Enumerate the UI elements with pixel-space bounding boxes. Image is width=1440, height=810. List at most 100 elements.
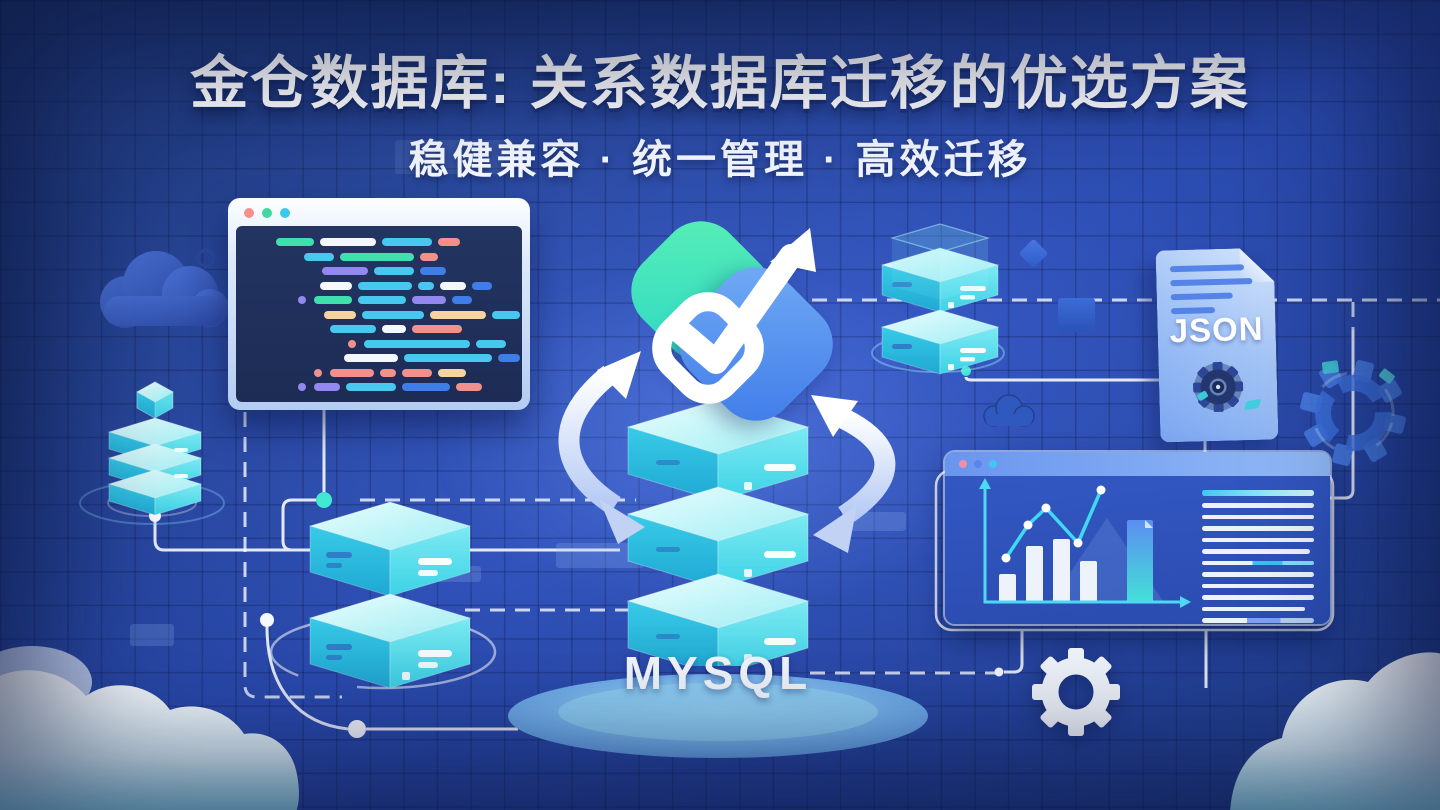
database-stack-icon — [308, 501, 472, 689]
curved-arrow-right-icon — [811, 395, 896, 553]
node-dots — [149, 366, 1004, 738]
code-line — [248, 368, 512, 377]
report-line — [1202, 583, 1314, 588]
code-bullet — [298, 383, 306, 391]
platform-ellipse — [508, 674, 928, 758]
cloud-bottom-right — [1230, 652, 1440, 810]
report-line — [1202, 549, 1310, 554]
code-line — [248, 339, 512, 348]
code-token — [476, 339, 506, 348]
code-token — [340, 252, 414, 261]
code-token — [358, 281, 412, 290]
code-token — [330, 325, 376, 333]
window-dot — [280, 208, 290, 218]
sync-check-logo-icon — [614, 204, 850, 438]
code-token — [374, 267, 414, 275]
code-token — [418, 281, 434, 290]
code-token — [304, 252, 334, 261]
code-token — [314, 296, 352, 304]
connector-line — [1330, 330, 1355, 500]
dashboard-window — [945, 452, 1330, 624]
connector-line — [265, 626, 349, 731]
code-line — [248, 325, 512, 333]
main-title: 金仓数据库: 关系数据库迁移的优选方案 — [190, 51, 1250, 116]
connector-line — [1004, 630, 1024, 674]
code-token — [382, 238, 432, 246]
pixel-decor — [395, 140, 513, 174]
line-chart-dot — [1023, 520, 1033, 530]
chart-bar — [999, 574, 1016, 602]
dashed-line — [243, 412, 342, 699]
mysql-label: MYSQL — [623, 647, 813, 699]
code-token — [430, 310, 486, 319]
cloud-icon — [983, 394, 1035, 427]
doc-text-line — [1170, 278, 1252, 286]
code-line — [248, 296, 512, 304]
report-line — [1202, 503, 1314, 508]
mini-cloud-puff — [196, 248, 216, 268]
code-token — [344, 354, 398, 362]
code-token — [314, 383, 340, 391]
code-token — [402, 368, 432, 377]
code-token — [492, 310, 520, 319]
block-decor — [1058, 298, 1095, 332]
code-area — [236, 226, 522, 402]
code-token — [412, 325, 462, 333]
subtitle: 稳健兼容 · 统一管理 · 高效迁移 — [408, 138, 1032, 182]
chart-panel — [979, 478, 1191, 608]
database-tower-icon — [107, 381, 203, 516]
code-bullet — [348, 339, 356, 348]
hologram-box-icon — [889, 223, 991, 300]
code-line — [248, 238, 512, 246]
report-line — [1202, 526, 1314, 531]
report-line — [1202, 595, 1314, 600]
report-line — [1202, 606, 1306, 611]
pixel-decor — [130, 624, 174, 646]
doc-text-line — [1170, 264, 1244, 272]
code-token — [404, 354, 492, 362]
code-token — [276, 238, 314, 246]
chip-decor — [1244, 399, 1261, 410]
code-bullet — [298, 296, 306, 304]
code-line — [248, 252, 512, 261]
code-token — [452, 296, 472, 304]
bar-chart-icon — [999, 539, 1097, 602]
line-chart-dot — [1001, 553, 1011, 563]
code-token — [498, 354, 520, 362]
chart-bar — [1026, 546, 1043, 602]
code-token — [322, 267, 368, 275]
code-token — [358, 296, 406, 304]
report-line — [1202, 618, 1314, 623]
node-dot — [994, 667, 1004, 677]
axis-arrow-up — [979, 478, 991, 489]
code-token — [364, 339, 470, 348]
code-editor-window — [228, 198, 530, 410]
code-token — [382, 325, 406, 333]
code-token — [438, 368, 466, 377]
connector-line — [153, 522, 620, 552]
code-token — [380, 368, 396, 377]
logo-check-arrow — [664, 228, 816, 374]
code-token — [324, 310, 356, 319]
code-line — [248, 267, 512, 275]
node-dot — [348, 720, 366, 738]
report-line — [1202, 560, 1314, 565]
json-file-icon: JSON — [1156, 247, 1279, 442]
code-token — [412, 296, 446, 304]
report-line — [1202, 572, 1314, 577]
code-token — [440, 281, 466, 290]
json-label: JSON — [1169, 309, 1264, 350]
line-chart-dot — [1096, 485, 1106, 495]
node-dot — [260, 613, 274, 627]
mysql-database-stack-icon — [626, 399, 810, 666]
accent-bar-fold — [1145, 520, 1153, 528]
code-line — [248, 354, 520, 362]
code-token — [346, 383, 396, 391]
doc-text-line — [1171, 293, 1233, 301]
code-token — [456, 383, 482, 391]
report-line — [1202, 514, 1314, 519]
line-chart-dot — [1073, 538, 1083, 548]
cloud-bottom-left — [0, 646, 299, 810]
